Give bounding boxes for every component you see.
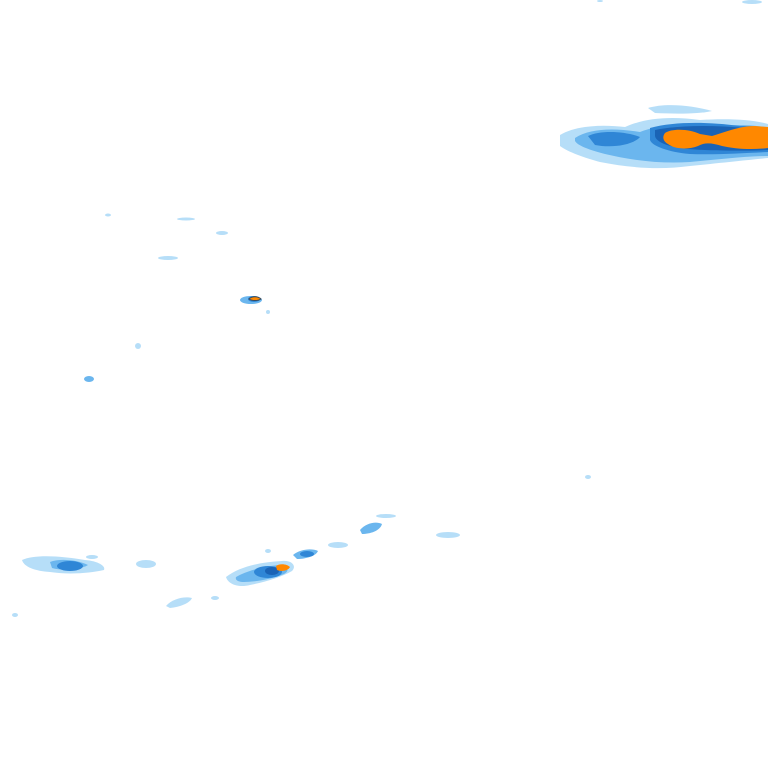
echo-very-light-speckle <box>136 560 156 568</box>
echo-very-light-speckle <box>266 310 270 314</box>
echo-very-light-speckle <box>265 549 271 553</box>
echo-intense-core <box>276 564 290 571</box>
echo-small-cell-west <box>84 296 262 382</box>
echo-very-light-speckle <box>585 475 591 479</box>
echo-very-light-speckle <box>742 0 762 4</box>
echo-cluster-southwest-left <box>12 555 156 617</box>
echo-very-light-fringe <box>648 105 712 114</box>
echo-moderate-area <box>300 551 314 557</box>
echo-light-area <box>360 522 382 534</box>
echo-band-northeast <box>560 105 768 169</box>
echo-very-light-speckle <box>12 613 18 617</box>
echo-speckles-scattered <box>105 0 762 479</box>
echo-very-light-speckle <box>86 555 98 559</box>
echo-heavy-area <box>265 567 279 575</box>
echo-very-light-speckle <box>436 532 460 538</box>
echo-very-light-speckle <box>376 514 396 518</box>
echo-very-light-speckle <box>597 0 603 2</box>
echo-very-light-speckle <box>158 256 178 260</box>
echo-moderate-area <box>57 561 83 571</box>
echo-very-light-speckle <box>328 542 348 548</box>
echo-cluster-southwest-center <box>166 514 460 608</box>
echo-very-light-area <box>166 597 192 608</box>
echo-moderate-area <box>588 131 640 147</box>
echo-very-light-speckle <box>177 217 195 221</box>
echo-very-light-speckle <box>105 213 111 217</box>
echo-very-light-speckle <box>216 231 228 235</box>
echo-intense-core <box>663 126 768 150</box>
echo-intense-edge <box>248 296 262 301</box>
echo-light-area <box>84 376 94 382</box>
echo-very-light-speckle <box>135 343 141 349</box>
echo-very-light-speckle <box>211 596 219 600</box>
